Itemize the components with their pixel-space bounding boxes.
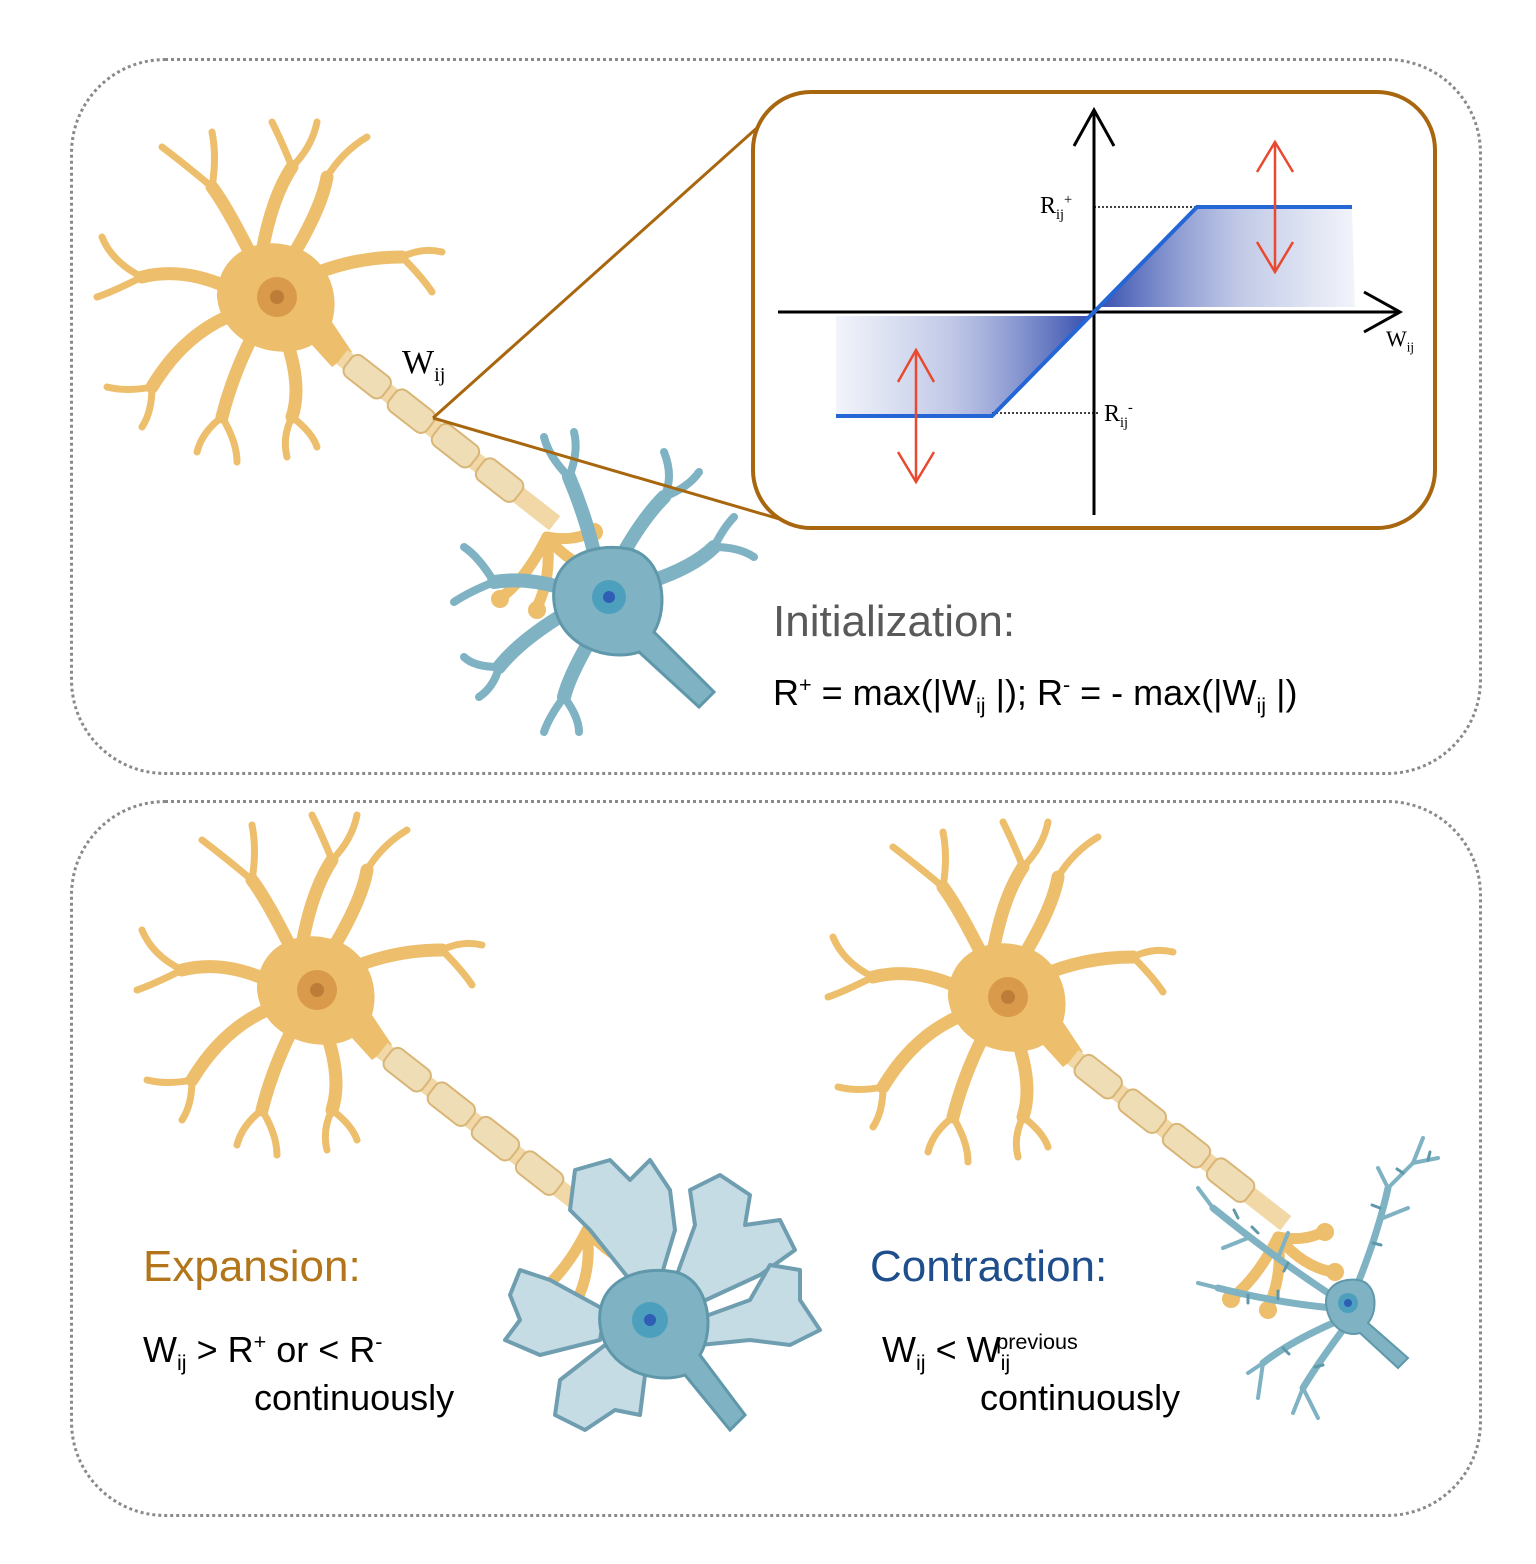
formula-part1: = max(|W — [811, 672, 976, 713]
expansion-plus: + — [253, 1329, 267, 1354]
plasticity-panel — [70, 800, 1482, 1517]
contraction-ij2: ij — [1000, 1350, 1011, 1376]
expansion-condition: Wij > R+ or < R- — [143, 1329, 383, 1374]
x-axis-arrowhead — [1363, 290, 1404, 334]
formula-r: R — [773, 672, 799, 713]
formula-end: |) — [1266, 672, 1298, 713]
expansion-w: W — [143, 1329, 177, 1370]
expansion-line2: continuously — [254, 1377, 455, 1418]
presynaptic-neuron-expansion — [137, 815, 653, 1312]
contraction-w: W — [882, 1329, 916, 1370]
x-axis-label: Wij — [1386, 326, 1414, 354]
upper-adjust-arrow — [1255, 139, 1295, 275]
expansion-or: or < R — [266, 1329, 376, 1370]
expansion-mid: > R — [186, 1329, 254, 1370]
initialization-heading: Initialization: — [773, 597, 1016, 646]
expansion-minus: - — [375, 1329, 383, 1354]
r-plus-sub: ij — [1056, 206, 1065, 223]
expanded-postsynaptic-neuron — [503, 1158, 822, 1433]
r-minus-main: R — [1104, 401, 1121, 427]
range-graph-inset — [751, 90, 1437, 530]
formula-part3: = - max(|W — [1070, 672, 1257, 713]
lower-range-shade — [836, 312, 1094, 416]
formula-plus: + — [799, 672, 812, 697]
formula-ij2: ij — [1256, 693, 1267, 719]
zoom-lines — [431, 116, 791, 524]
contraction-mid: < W — [925, 1329, 1001, 1370]
upper-range-shade — [1094, 208, 1355, 312]
contraction-line2: continuously — [980, 1377, 1181, 1418]
formula-minus: - — [1062, 672, 1071, 697]
r-plus-main: R — [1040, 193, 1057, 219]
initialization-formula: R+ = max(|Wij |); R- = - max(|Wij |) — [773, 672, 1298, 717]
contraction-previous: previous — [996, 1329, 1078, 1354]
x-axis-label-sub: ij — [1406, 339, 1415, 355]
lower-adjust-arrow — [896, 347, 936, 485]
r-minus-sup: - — [1128, 400, 1133, 416]
synapse-label-sub: ij — [434, 363, 446, 386]
r-plus-sup: + — [1064, 192, 1073, 208]
r-plus-label: Rij+ — [1040, 192, 1073, 222]
contraction-heading: Contraction: — [870, 1242, 1108, 1291]
x-axis-label-main: W — [1386, 326, 1407, 351]
formula-ij1: ij — [975, 693, 986, 719]
synapse-weight-label: Wij — [402, 344, 445, 385]
r-minus-label: Rij- — [1104, 400, 1133, 430]
initialization-panel — [70, 58, 1482, 775]
synapse-label-main: W — [402, 344, 435, 381]
expansion-heading: Expansion: — [143, 1242, 361, 1291]
r-minus-sub: ij — [1120, 414, 1129, 431]
formula-part2: |); R — [985, 672, 1063, 713]
contracted-postsynaptic-neuron — [1196, 1136, 1440, 1420]
contraction-ij: ij — [915, 1350, 926, 1376]
contraction-condition: Wij < Wijprevious — [882, 1329, 1078, 1374]
y-axis-arrowhead — [1072, 106, 1116, 147]
expansion-ij: ij — [176, 1350, 187, 1376]
presynaptic-neuron-top — [97, 122, 613, 619]
